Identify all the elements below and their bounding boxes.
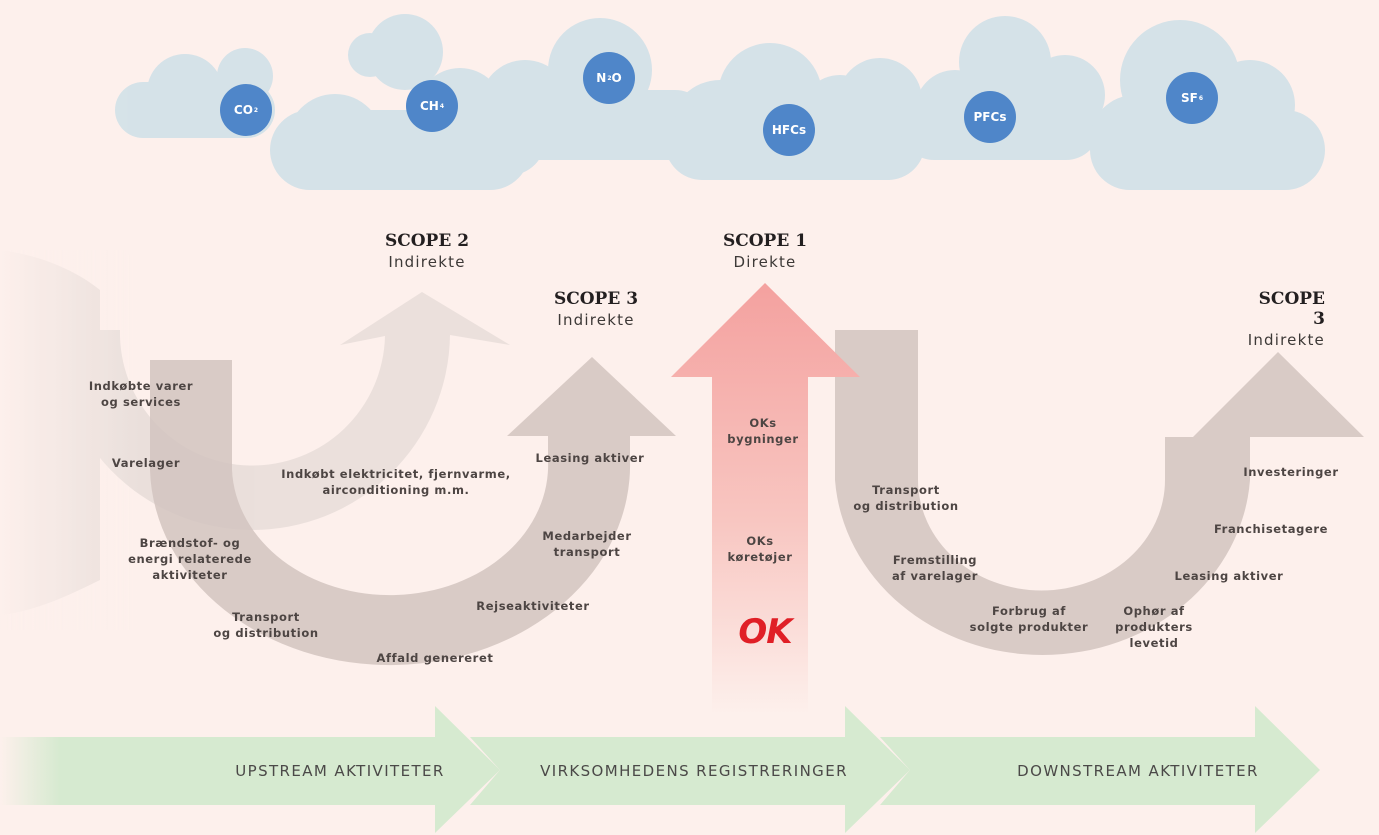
flow-arrow-registreringer [470,706,910,833]
label-fremstilling: Fremstilling af varelager [891,553,979,583]
flow-arrow-upstream [0,706,500,833]
scope3-upstream-heading: SCOPE 3 Indirekte [554,289,638,331]
gas-sf6-subscript: 6 [1198,94,1204,102]
label-oks-bygninger: OKs bygninger [727,416,799,446]
gas-ch4-label: CH [419,99,439,113]
flow-label-downstream: DOWNSTREAM AKTIVITETER [1017,762,1259,780]
gas-hfcs-label: HFCs [771,123,807,137]
scope1-arrow [671,283,860,715]
scope1-heading: SCOPE 1 Direkte [723,231,807,273]
scope3-downstream-heading: SCOPE 3 Indirekte [1248,289,1325,351]
gas-n2o-label: N [596,71,607,85]
flow-arrow-downstream [880,706,1320,833]
scope3-upstream-arrow [150,357,676,666]
label-oks-koretojer: OKs køretøjer [727,534,793,564]
scope3-downstream-title: SCOPE 3 [1258,289,1325,329]
clouds [115,14,1325,190]
scope2-subtitle: Indirekte [388,253,466,271]
label-franchisetagere: Franchisetagere [1213,522,1329,536]
label-transport-downstream: Transport og distribution [853,483,959,513]
label-indkobt-elektricitet: Indkøbt elektricitet, fjernvarme, aircon… [281,467,511,497]
label-forbrug: Forbrug af solgte produkter [969,604,1089,634]
label-affald: Affald genereret [376,651,494,665]
cloud [270,14,530,190]
label-ophor: Ophør af produkters levetid [1115,604,1193,650]
label-leasing-aktiver-upstream: Leasing aktiver [535,451,645,465]
flow-arrows [0,706,1320,833]
gas-co2-subscript: 2 [253,106,259,114]
scope3-upstream-subtitle: Indirekte [557,311,635,329]
gas-ch4-subscript: 4 [439,102,445,110]
gas-n2o-tail: O [611,71,622,85]
scope3-upstream-title: SCOPE 3 [553,289,639,309]
scope1-subtitle: Direkte [733,253,797,271]
label-varelager: Varelager [111,456,181,470]
scope2-title: SCOPE 2 [384,231,470,251]
scope1-title: SCOPE 1 [722,231,808,251]
label-rejseaktiviteter: Rejseaktiviteter [476,599,590,613]
label-transport-upstream: Transport og distribution [213,610,319,640]
scope3-downstream-subtitle: Indirekte [1247,331,1325,349]
gas-hfcs: HFCs [763,104,815,156]
label-medarbejder-transport: Medarbejder transport [542,529,632,559]
flow-label-registreringer: VIRKSOMHEDENS REGISTRERINGER [540,762,848,780]
gas-pfcs-label: PFCs [973,110,1007,124]
flow-label-upstream: UPSTREAM AKTIVITETER [235,762,445,780]
gas-co2-label: CO [233,103,253,117]
gas-n2o-subscript: 2 [607,74,612,82]
ok-logo: OK [738,612,792,652]
label-braendstof: Brændstof- og energi relaterede aktivite… [128,536,252,582]
scope2-heading: SCOPE 2 Indirekte [385,231,469,273]
gas-sf6-label: SF [1180,91,1198,105]
label-investeringer: Investeringer [1243,465,1339,479]
label-indkobte-varer: Indkøbte varer og services [88,379,194,409]
scope3-downstream-arrow [835,330,1364,655]
gas-pfcs: PFCs [964,91,1016,143]
label-leasing-aktiver-downstream: Leasing aktiver [1174,569,1284,583]
